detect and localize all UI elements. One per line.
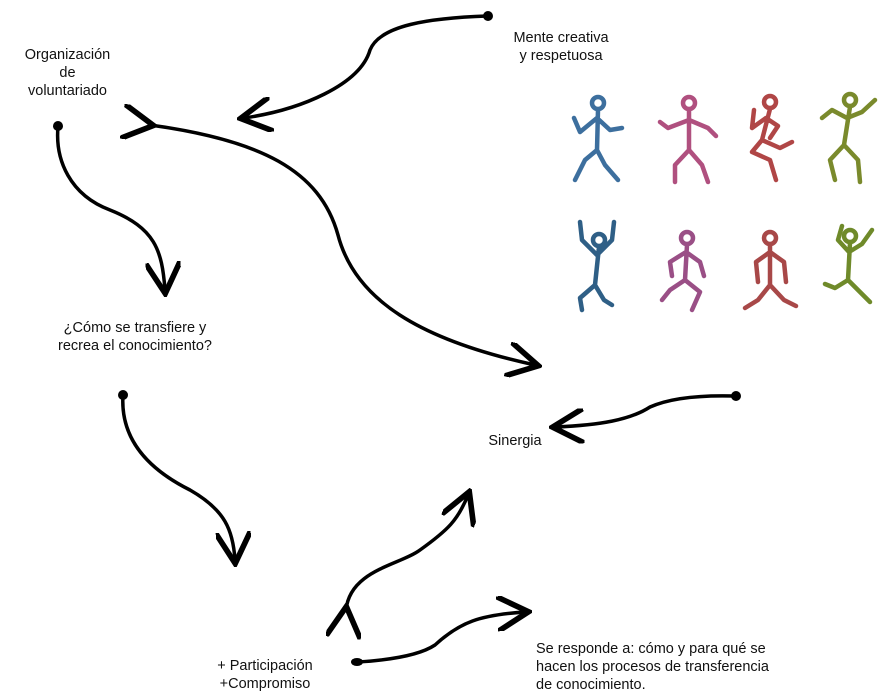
dot-mente xyxy=(483,11,493,21)
stick-figure-icon-1 xyxy=(571,94,625,183)
arrow-participacion-to-responde xyxy=(356,612,525,664)
arrow-right-to-sinergia xyxy=(556,394,737,427)
stick-figure-icon-4 xyxy=(819,91,878,185)
dot-participacion xyxy=(351,658,363,666)
arrow-participacion-sinergia xyxy=(346,495,468,610)
stick-figure-icon-8 xyxy=(822,223,875,305)
stick-figure-icon-3 xyxy=(749,93,795,183)
dot-como xyxy=(118,390,128,400)
stick-figure-icon-7 xyxy=(742,229,799,311)
arrow-como-to-participacion xyxy=(121,393,235,560)
node-organizacion: Organización de voluntariado xyxy=(24,47,111,99)
node-mente-creativa: Mente creativa y respetuosa xyxy=(513,30,609,64)
arrow-mente-to-organizacion xyxy=(244,14,489,118)
dot-organizacion xyxy=(53,121,63,131)
stick-figure-icon-2 xyxy=(657,94,719,185)
dot-right xyxy=(731,391,741,401)
stick-figures-group xyxy=(571,91,878,313)
node-participacion: + Participación +Compromiso xyxy=(217,658,313,692)
stick-figure-icon-5 xyxy=(577,219,617,313)
arrow-organizacion-sinergia xyxy=(150,125,535,365)
node-sinergia: Sinergia xyxy=(488,433,542,449)
stick-figure-icon-6 xyxy=(659,229,707,313)
arrow-organizacion-to-como xyxy=(55,125,165,290)
node-se-responde: Se responde a: cómo y para qué se hacen … xyxy=(536,641,769,693)
